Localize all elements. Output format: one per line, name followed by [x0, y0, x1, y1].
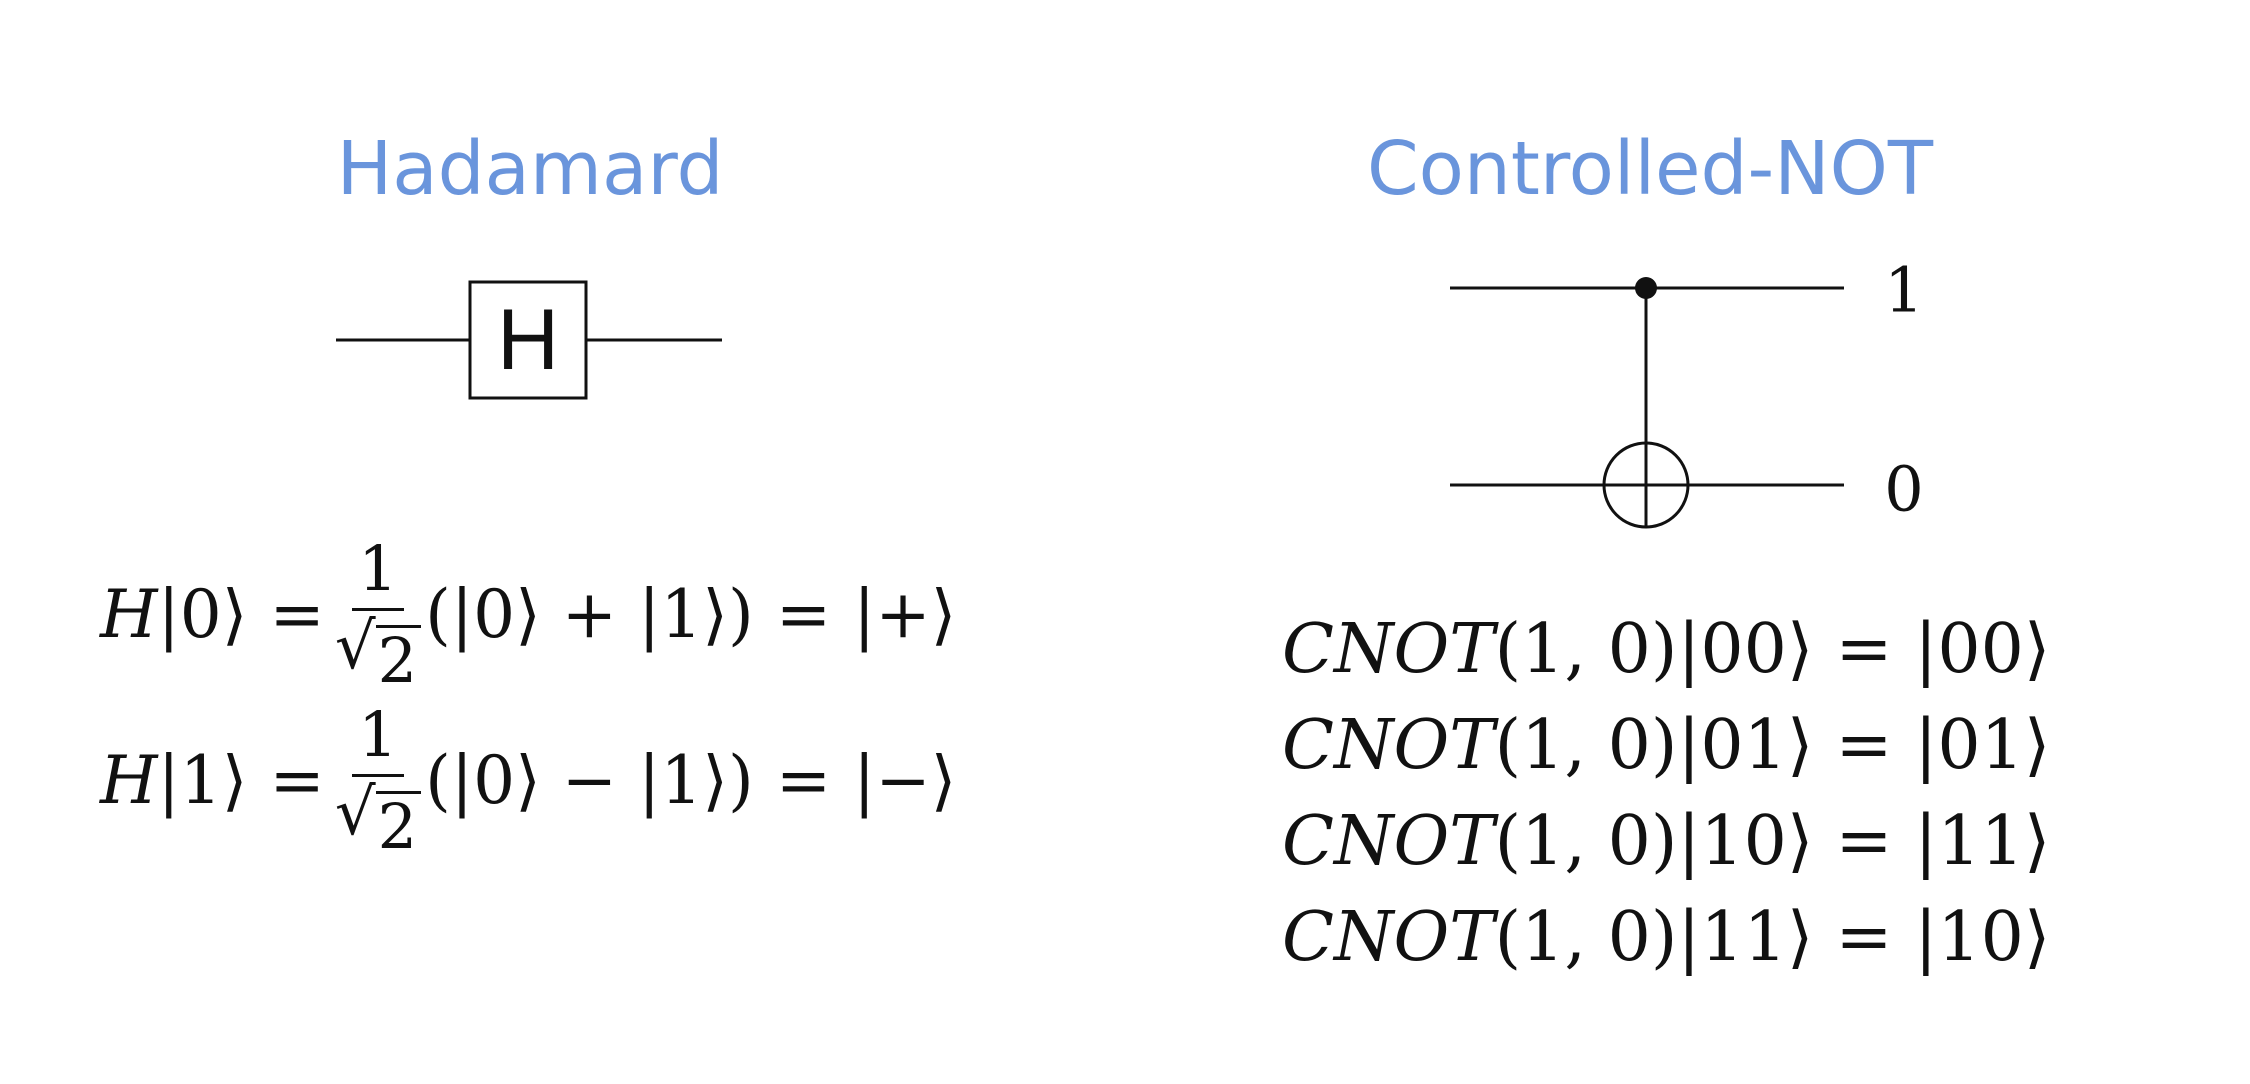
hadamard-equations: H |0⟩ = 1 √ 2 (|0⟩ + |1⟩) = |+⟩ H |1⟩ = …	[100, 538, 956, 858]
cnot-arguments: (1, 0)	[1494, 802, 1678, 881]
cnot-input-ket: |00⟩	[1677, 610, 1814, 689]
equation-operator: H	[100, 576, 158, 653]
equals-sign: =	[775, 576, 832, 653]
equation-result-state: |+⟩	[853, 576, 957, 653]
fraction-numerator: 1	[352, 704, 404, 777]
cnot-output-ket: |01⟩	[1914, 706, 2051, 785]
fraction: 1 √ 2	[334, 538, 422, 692]
cnot-arguments: (1, 0)	[1494, 610, 1678, 689]
equals-sign: =	[1835, 610, 1893, 689]
sqrt-radicand: 2	[375, 791, 422, 858]
hadamard-title: Hadamard	[336, 126, 724, 212]
superposition-expression: (|0⟩ + |1⟩)	[425, 576, 754, 653]
cnot-input-ket: |01⟩	[1677, 706, 1814, 785]
cnot-wire-label-bottom: 0	[1884, 453, 1923, 526]
cnot-input-ket: |11⟩	[1677, 898, 1814, 977]
equation-input-ket: |0⟩	[157, 576, 248, 653]
hadamard-gate-label: H	[497, 292, 559, 388]
cnot-operator: CNOT	[1282, 802, 1495, 881]
equals-sign: =	[1835, 706, 1893, 785]
cnot-equation-row: CNOT (1, 0) |11⟩ = |10⟩	[1282, 890, 2050, 986]
cnot-operator: CNOT	[1282, 706, 1495, 785]
equals-sign: =	[775, 742, 832, 819]
cnot-output-ket: |00⟩	[1914, 610, 2051, 689]
sqrt-radicand: 2	[375, 625, 422, 692]
cnot-operator: CNOT	[1282, 898, 1495, 977]
cnot-equations: CNOT (1, 0) |00⟩ = |00⟩ CNOT (1, 0) |01⟩…	[1282, 602, 2050, 986]
equation-operator: H	[100, 742, 158, 819]
equation-input-ket: |1⟩	[157, 742, 248, 819]
cnot-input-ket: |10⟩	[1677, 802, 1814, 881]
sqrt-symbol: √	[334, 776, 376, 850]
cnot-wire-label-top: 1	[1884, 254, 1923, 327]
cnot-output-ket: |10⟩	[1914, 898, 2051, 977]
cnot-output-ket: |11⟩	[1914, 802, 2051, 881]
equals-sign: =	[269, 742, 325, 819]
cnot-equation-row: CNOT (1, 0) |10⟩ = |11⟩	[1282, 794, 2050, 890]
hadamard-equation: H |1⟩ = 1 √ 2 (|0⟩ − |1⟩) = |−⟩	[100, 704, 956, 858]
cnot-control-dot	[1635, 277, 1657, 299]
cnot-arguments: (1, 0)	[1494, 898, 1678, 977]
equals-sign: =	[1835, 802, 1893, 881]
equation-result-state: |−⟩	[853, 742, 957, 819]
cnot-operator: CNOT	[1282, 610, 1495, 689]
fraction-denominator: √ 2	[334, 610, 422, 692]
cnot-arguments: (1, 0)	[1494, 706, 1678, 785]
equals-sign: =	[269, 576, 325, 653]
cnot-equation-row: CNOT (1, 0) |01⟩ = |01⟩	[1282, 698, 2050, 794]
equals-sign: =	[1835, 898, 1893, 977]
superposition-expression: (|0⟩ − |1⟩)	[425, 742, 754, 819]
fraction-denominator: √ 2	[334, 776, 422, 858]
fraction: 1 √ 2	[334, 704, 422, 858]
hadamard-equation: H |0⟩ = 1 √ 2 (|0⟩ + |1⟩) = |+⟩	[100, 538, 956, 692]
cnot-title: Controlled-NOT	[1366, 126, 1934, 212]
cnot-equation-row: CNOT (1, 0) |00⟩ = |00⟩	[1282, 602, 2050, 698]
sqrt-symbol: √	[334, 610, 376, 684]
fraction-numerator: 1	[352, 538, 404, 611]
hadamard-circuit: H	[336, 280, 722, 400]
cnot-circuit: 1 0	[1450, 254, 1924, 529]
